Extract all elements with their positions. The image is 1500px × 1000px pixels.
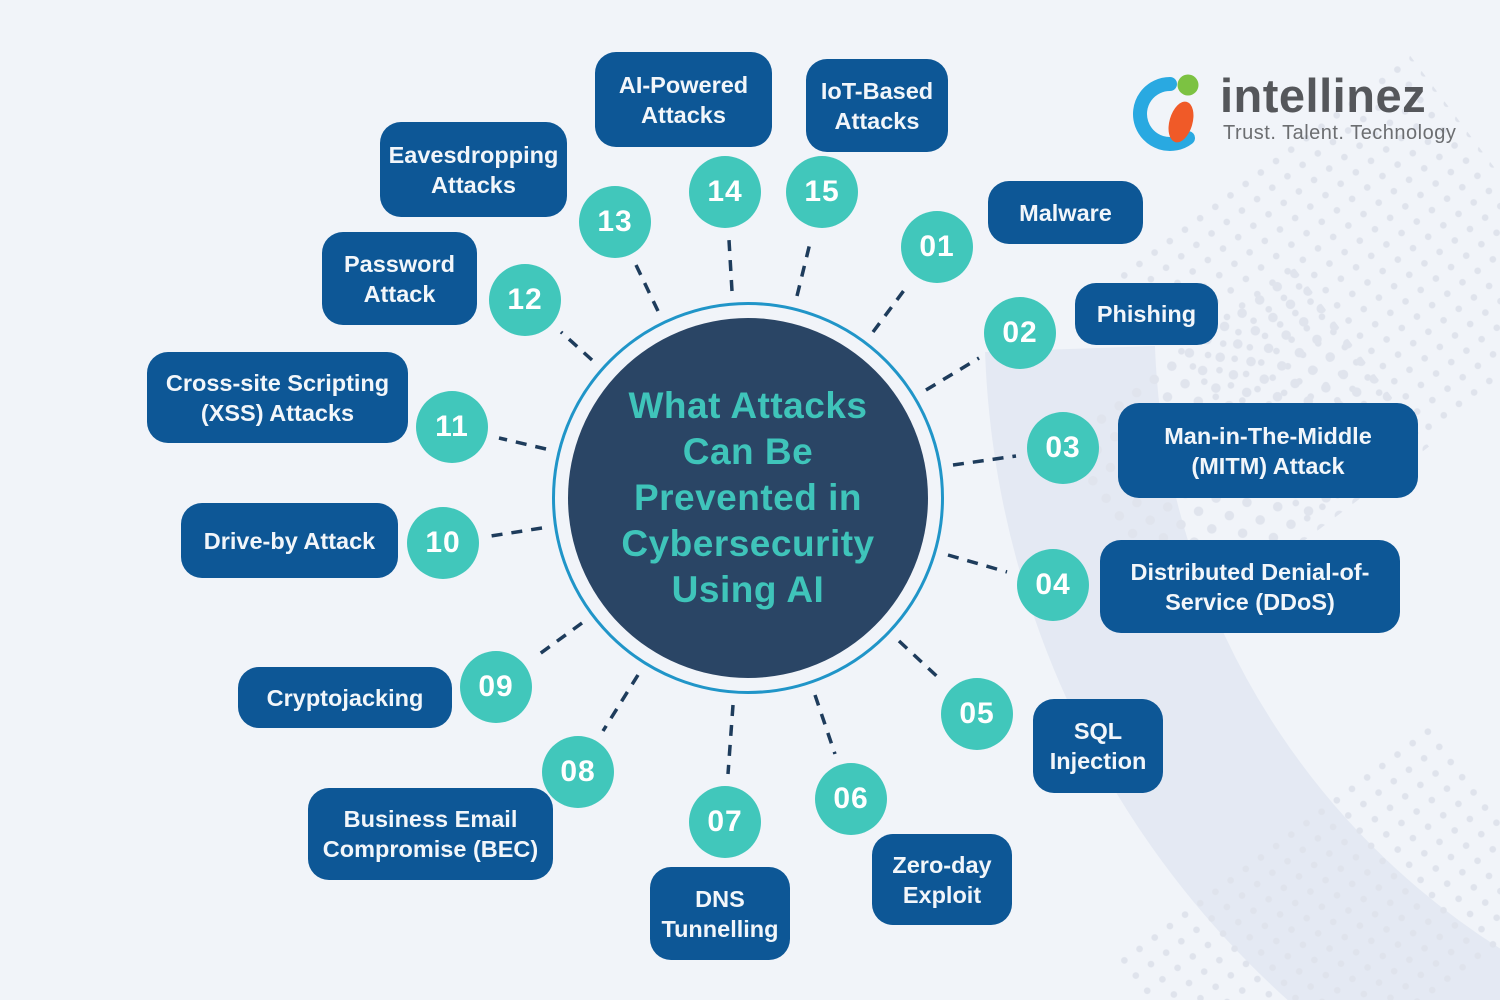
attack-label: DNS Tunnelling (650, 867, 790, 960)
attack-label: Distributed Denial-of- Service (DDoS) (1100, 540, 1400, 633)
attack-label: SQL Injection (1033, 699, 1163, 793)
attack-label: AI-Powered Attacks (595, 52, 772, 147)
attack-label: Drive-by Attack (181, 503, 398, 578)
connector-line (952, 454, 1017, 467)
attack-number-badge: 04 (1017, 549, 1089, 621)
attack-number-badge: 13 (579, 186, 651, 258)
connector-line (727, 239, 734, 292)
attack-number-badge: 03 (1027, 412, 1099, 484)
connector-line (925, 356, 980, 392)
attack-label: Eavesdropping Attacks (380, 122, 567, 217)
logo-wordmark: intellinez (1220, 69, 1427, 122)
logo-orange-drop (1168, 101, 1194, 143)
attack-label: IoT-Based Attacks (806, 59, 948, 152)
attack-label: Password Attack (322, 232, 477, 325)
connector-line (532, 621, 584, 660)
attack-number-badge: 01 (901, 211, 973, 283)
attack-label: Phishing (1075, 283, 1218, 345)
attack-label: Malware (988, 181, 1143, 244)
hub-outer-ring (552, 302, 944, 694)
attack-number-badge: 12 (489, 264, 561, 336)
connector-line (490, 526, 543, 538)
attack-number-badge: 10 (407, 507, 479, 579)
attack-number-badge: 02 (984, 297, 1056, 369)
connector-line (795, 238, 813, 297)
attack-number-badge: 11 (416, 391, 488, 463)
attack-number-badge: 09 (460, 651, 532, 723)
connector-line (813, 694, 837, 755)
connector-line (871, 283, 910, 334)
attack-number-badge: 07 (689, 786, 761, 858)
attack-label: Man-in-The-Middle (MITM) Attack (1118, 403, 1418, 498)
connector-line (947, 553, 1008, 574)
attack-label: Business Email Compromise (BEC) (308, 788, 553, 880)
connector-line (498, 436, 547, 451)
attack-number-badge: 15 (786, 156, 858, 228)
infographic-title: What Attacks Can Be Prevented in Cyberse… (621, 385, 875, 610)
attack-number-badge: 08 (542, 736, 614, 808)
intellinez-logo: intellinez Trust. Talent. Technology (1132, 66, 1462, 166)
attack-number-badge: 14 (689, 156, 761, 228)
logo-tagline: Trust. Talent. Technology (1223, 122, 1457, 144)
attack-label: Zero-day Exploit (872, 834, 1012, 925)
logo-green-dot (1177, 74, 1199, 96)
connector-line (601, 674, 640, 732)
connector-line (726, 704, 735, 775)
central-hub: What Attacks Can Be Prevented in Cyberse… (568, 318, 928, 678)
intellinez-logo-icon (1133, 74, 1199, 151)
attack-number-badge: 05 (941, 678, 1013, 750)
connector-line (559, 330, 594, 362)
connector-line (897, 639, 944, 683)
attack-number-badge: 06 (815, 763, 887, 835)
attack-label: Cryptojacking (238, 667, 452, 728)
logo-blue-leaf (1133, 77, 1195, 151)
connector-line (634, 264, 660, 312)
attack-label: Cross-site Scripting (XSS) Attacks (147, 352, 408, 443)
